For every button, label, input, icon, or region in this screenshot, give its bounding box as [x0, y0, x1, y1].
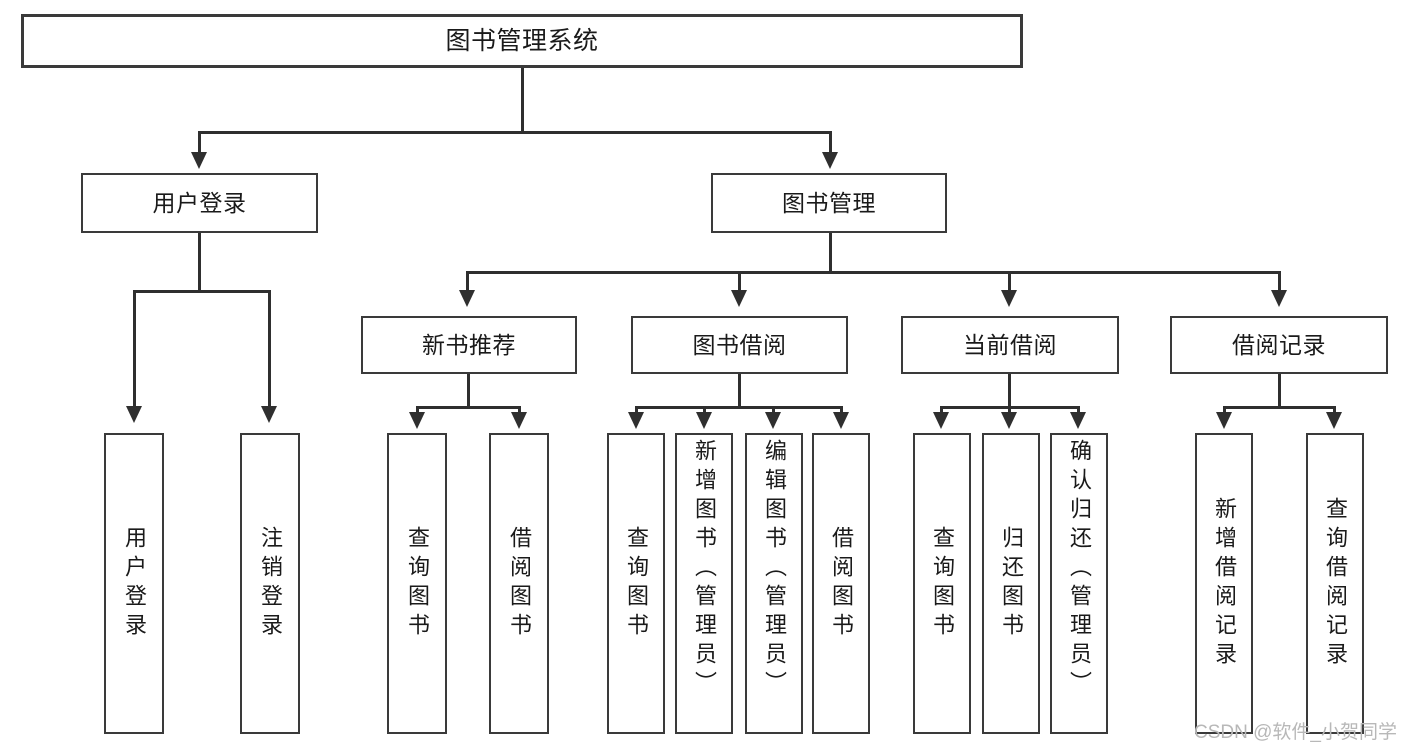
- node-label: 注销登录: [258, 525, 283, 642]
- node-book-borrow[interactable]: 图书借阅: [631, 316, 848, 374]
- node-borrow-record[interactable]: 借阅记录: [1170, 316, 1388, 374]
- arrowhead-root-to-user: [191, 152, 207, 169]
- leaf-record-add[interactable]: 新增借阅记录: [1195, 433, 1253, 734]
- connector-new-l: [416, 406, 419, 416]
- node-label: 用户登录: [122, 525, 147, 642]
- connector-user-left: [133, 290, 136, 410]
- node-label: 用户登录: [152, 189, 247, 216]
- connector-user-stem: [198, 233, 201, 293]
- leaf-borrow-borrow-book[interactable]: 借阅图书: [812, 433, 870, 734]
- leaf-borrow-add-book[interactable]: 新增图书（管理员）: [675, 433, 733, 734]
- node-user-login[interactable]: 用户登录: [81, 173, 318, 233]
- connector-current-2: [1008, 406, 1011, 416]
- leaf-new-query-book[interactable]: 查询图书: [387, 433, 447, 734]
- node-label: 借阅记录: [1232, 331, 1326, 358]
- connector-borrow-bar: [635, 406, 843, 409]
- watermark: CSDN @软件_小贺同学: [1194, 722, 1397, 743]
- connector-current-3: [1077, 406, 1080, 416]
- arrowhead-current-leaf-1: [933, 412, 949, 429]
- connector-current-stem: [1008, 374, 1011, 409]
- node-label: 图书借阅: [692, 331, 787, 358]
- arrowhead-book-to-record: [1271, 290, 1287, 307]
- arrowhead-book-to-new: [459, 290, 475, 307]
- connector-root-to-user: [198, 131, 201, 156]
- connector-book-to-record: [1278, 271, 1281, 293]
- connector-borrow-4: [840, 406, 843, 416]
- arrowhead-borrow-leaf-3: [765, 412, 781, 429]
- connector-borrow-stem: [738, 374, 741, 409]
- node-label: 新增图书（管理员）: [692, 439, 717, 700]
- leaf-new-borrow-book[interactable]: 借阅图书: [489, 433, 549, 734]
- leaf-borrow-query-book[interactable]: 查询图书: [607, 433, 665, 734]
- node-label: 图书管理: [782, 189, 876, 216]
- leaf-current-return-book[interactable]: 归还图书: [982, 433, 1040, 734]
- arrowhead-user-leaf-2: [261, 406, 277, 423]
- node-label: 新增借阅记录: [1212, 496, 1237, 671]
- connector-borrow-3: [772, 406, 775, 416]
- arrowhead-book-to-current: [1001, 290, 1017, 307]
- node-label: 借阅图书: [829, 525, 854, 642]
- node-new-book-recommend[interactable]: 新书推荐: [361, 316, 577, 374]
- leaf-record-query[interactable]: 查询借阅记录: [1306, 433, 1364, 734]
- node-label: 确认归还（管理员）: [1067, 439, 1092, 700]
- connector-record-bar: [1223, 406, 1336, 409]
- connector-root-to-book: [829, 131, 832, 156]
- connector-book-stem: [829, 233, 832, 273]
- leaf-user-logout[interactable]: 注销登录: [240, 433, 300, 734]
- arrowhead-root-to-book: [822, 152, 838, 169]
- connector-book-to-new: [466, 271, 469, 293]
- leaf-borrow-edit-book[interactable]: 编辑图书（管理员）: [745, 433, 803, 734]
- leaf-current-query-book[interactable]: 查询图书: [913, 433, 971, 734]
- connector-user-bar: [133, 290, 271, 293]
- arrowhead-record-leaf-1: [1216, 412, 1232, 429]
- node-label: 借阅图书: [507, 525, 532, 642]
- connector-book-to-borrow: [738, 271, 741, 293]
- arrowhead-current-leaf-2: [1001, 412, 1017, 429]
- connector-book-bar: [466, 271, 1281, 274]
- arrowhead-user-leaf-1: [126, 406, 142, 423]
- node-label: 新书推荐: [422, 331, 516, 358]
- node-label: 归还图书: [999, 525, 1024, 642]
- leaf-current-confirm-return[interactable]: 确认归还（管理员）: [1050, 433, 1108, 734]
- arrowhead-book-to-borrow: [731, 290, 747, 307]
- arrowhead-record-leaf-2: [1326, 412, 1342, 429]
- arrowhead-new-leaf-1: [409, 412, 425, 429]
- connector-record-2: [1333, 406, 1336, 416]
- connector-user-right: [268, 290, 271, 410]
- connector-borrow-2: [703, 406, 706, 416]
- node-label: 查询借阅记录: [1323, 496, 1348, 671]
- connector-root-bar: [198, 131, 832, 134]
- leaf-user-login[interactable]: 用户登录: [104, 433, 164, 734]
- node-root-system[interactable]: 图书管理系统: [21, 14, 1023, 68]
- node-label: 编辑图书（管理员）: [762, 439, 787, 700]
- arrowhead-new-leaf-2: [511, 412, 527, 429]
- node-label: 当前借阅: [963, 331, 1057, 358]
- arrowhead-borrow-leaf-2: [696, 412, 712, 429]
- node-current-borrow[interactable]: 当前借阅: [901, 316, 1119, 374]
- node-book-management[interactable]: 图书管理: [711, 173, 947, 233]
- connector-current-1: [940, 406, 943, 416]
- connector-record-1: [1223, 406, 1226, 416]
- connector-root-stem: [521, 68, 524, 131]
- connector-new-stem: [467, 374, 470, 409]
- arrowhead-current-leaf-3: [1070, 412, 1086, 429]
- connector-borrow-1: [635, 406, 638, 416]
- connector-new-bar: [416, 406, 521, 409]
- connector-new-r: [518, 406, 521, 416]
- arrowhead-borrow-leaf-1: [628, 412, 644, 429]
- node-label: 查询图书: [405, 525, 430, 642]
- node-label: 查询图书: [624, 525, 649, 642]
- connector-book-to-current: [1008, 271, 1011, 293]
- connector-record-stem: [1278, 374, 1281, 409]
- arrowhead-borrow-leaf-4: [833, 412, 849, 429]
- node-label: 图书管理系统: [445, 26, 599, 55]
- node-label: 查询图书: [930, 525, 955, 642]
